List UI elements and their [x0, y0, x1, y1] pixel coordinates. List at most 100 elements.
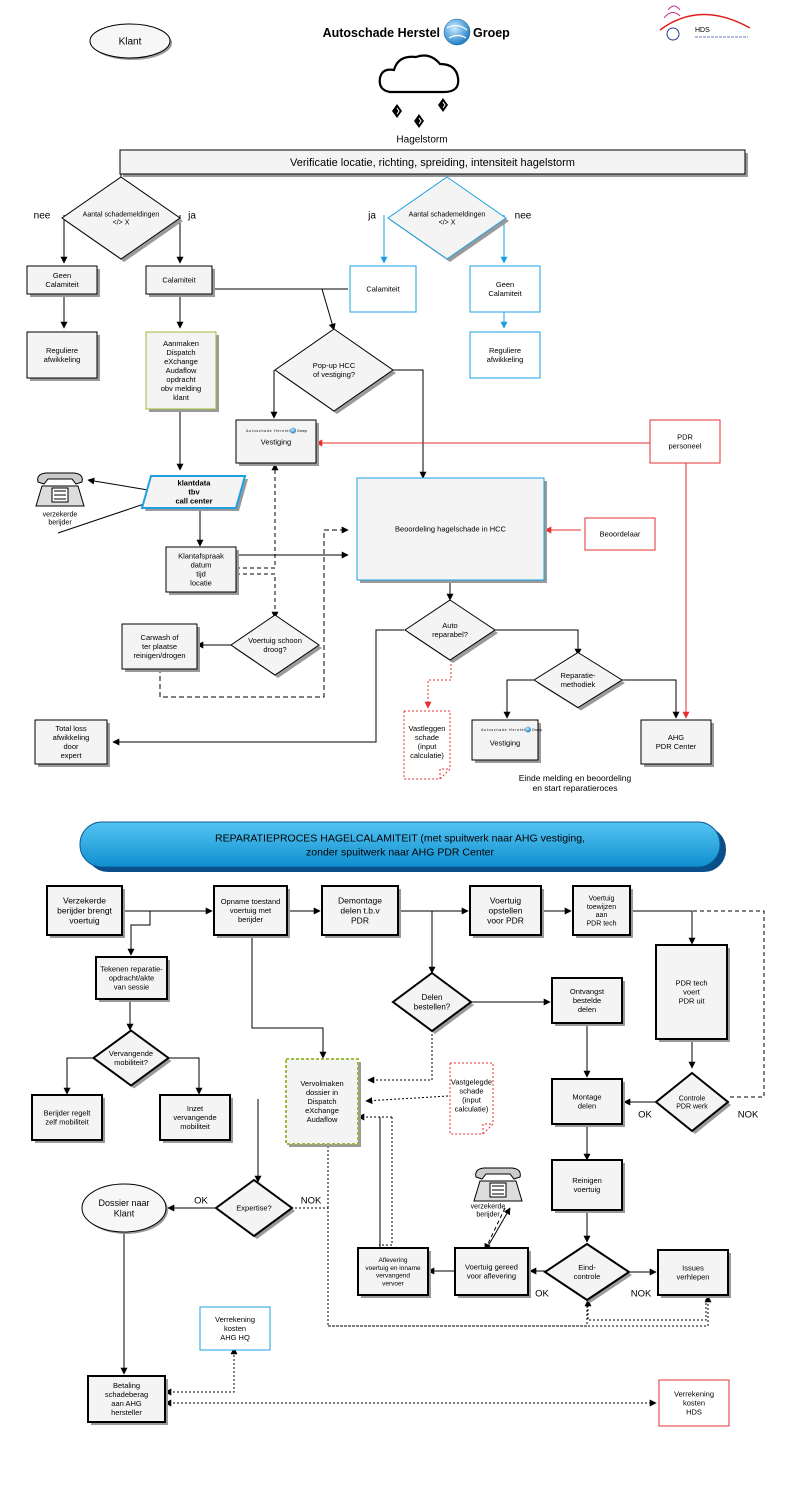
brengt-to-tekenen	[127, 911, 151, 956]
montage-delen-box[interactable]	[551, 1078, 623, 1125]
aantal-schademeldingen-diamond-right[interactable]	[387, 176, 507, 260]
klant-ellipse[interactable]	[89, 23, 171, 59]
hds-logo-badge-icon	[666, 27, 680, 41]
vervangende-mobiliteit-diamond[interactable]	[91, 1029, 171, 1087]
carwash-box[interactable]	[121, 623, 198, 670]
ahg-mini-groep: Groep	[297, 429, 307, 433]
beoordelaar-box[interactable]	[584, 517, 656, 551]
aantal-schademeldingen-diamond-left[interactable]	[61, 176, 181, 260]
schoon-droog-diamond[interactable]	[230, 614, 320, 676]
auto-reparabel-diamond[interactable]	[404, 599, 496, 661]
globe-swoosh	[446, 24, 468, 39]
reguliere-afwikkeling-box[interactable]	[26, 331, 98, 379]
reparatiemethodiek-diamond[interactable]	[533, 651, 623, 709]
opstellen-pdr-box[interactable]	[469, 885, 542, 936]
carwash-to-hcc	[159, 526, 349, 698]
berijder-regelt-box[interactable]	[31, 1094, 103, 1141]
opname-toestand-box[interactable]	[213, 885, 288, 936]
delen-bestellen-diamond[interactable]	[391, 971, 473, 1033]
controle-pdr-diamond[interactable]	[654, 1071, 730, 1133]
geen-calamiteit-box[interactable]	[26, 265, 98, 295]
vestiging-box-bottom[interactable]	[471, 719, 539, 761]
telephone-icon	[473, 1167, 523, 1202]
vastgelegde-doc[interactable]	[449, 1062, 494, 1135]
dossier-naar-klant-ellipse[interactable]	[81, 1183, 167, 1233]
vastgelegd-to-vervolmaken	[365, 1095, 449, 1105]
popup-hcc-diamond[interactable]	[274, 328, 394, 412]
klantdata-parallelogram[interactable]	[140, 475, 247, 509]
pdr-tech-box[interactable]	[655, 944, 728, 1040]
geen-calamiteit-blue-box[interactable]	[469, 265, 541, 313]
klant-ellipse-label: Klant	[119, 37, 142, 48]
vestiging-box-top[interactable]	[235, 419, 317, 464]
inzet-mobiliteit-box[interactable]	[159, 1094, 231, 1141]
reparatiemethodiek-diamond-label: Reparatie-methodiek	[560, 671, 596, 689]
beoordelaar-box-label: Beoordelaar	[600, 530, 641, 539]
nok-loop	[630, 910, 765, 1098]
nee-left-label: nee	[34, 211, 51, 222]
beoordeling-hcc-box[interactable]	[356, 477, 545, 581]
hailstone-shine	[396, 107, 400, 115]
aflevering-box[interactable]	[357, 1247, 429, 1296]
brand-name-right: Groep	[473, 26, 510, 40]
vervolmaken-dossier-box[interactable]	[285, 1058, 359, 1145]
pdr-personeel-box[interactable]	[649, 419, 721, 464]
reinigen-voertuig-box[interactable]	[551, 1159, 623, 1211]
voertuig-gereed-box[interactable]	[454, 1247, 529, 1296]
eindcontrole-diamond[interactable]	[543, 1242, 631, 1302]
tekenen-reparatie-box[interactable]	[95, 956, 168, 1000]
hail-title: Hagelstorm	[396, 135, 447, 146]
calamiteit-blue-box[interactable]	[349, 265, 417, 313]
verrekening-hq-box[interactable]	[199, 1306, 271, 1351]
issues-box[interactable]	[657, 1249, 729, 1296]
delen-to-vervolmaken	[367, 1030, 433, 1084]
ahg-pdr-center-box[interactable]	[640, 719, 712, 765]
reguliere-afwikkeling-blue-box[interactable]	[469, 331, 541, 379]
eindcontrole-nok-label: NOK	[631, 1288, 652, 1299]
expertise-ok-label: OK	[194, 1195, 208, 1206]
ontvangst-delen-box[interactable]	[551, 977, 623, 1024]
aanmaken-dispatch-box[interactable]	[145, 331, 217, 410]
calamiteit-box[interactable]	[145, 265, 213, 295]
betaling-schadebedrag-box[interactable]	[87, 1375, 166, 1423]
vastleggen-doc[interactable]	[403, 710, 451, 780]
total-loss-box[interactable]	[34, 719, 108, 765]
klantafspraak-box[interactable]	[165, 546, 237, 593]
hailstone-icon	[414, 114, 424, 128]
shapes-layer	[26, 5, 751, 1427]
hail-cloud-icon	[378, 54, 460, 94]
expertise-diamond[interactable]	[214, 1178, 294, 1238]
globe-icon	[443, 18, 471, 46]
ahg-mini-globe-icon	[290, 427, 296, 434]
toewijzen-box[interactable]	[572, 885, 631, 936]
verificatie-banner[interactable]	[119, 149, 746, 175]
afspraak-to-schoon	[236, 573, 279, 619]
controle-ok-label: OK	[638, 1109, 652, 1120]
demontage-box[interactable]	[321, 885, 399, 936]
controle-nok-label: NOK	[738, 1109, 759, 1120]
verrekening-hds-box[interactable]	[658, 1379, 730, 1427]
verzekerde-brengt-box[interactable]	[46, 885, 123, 936]
